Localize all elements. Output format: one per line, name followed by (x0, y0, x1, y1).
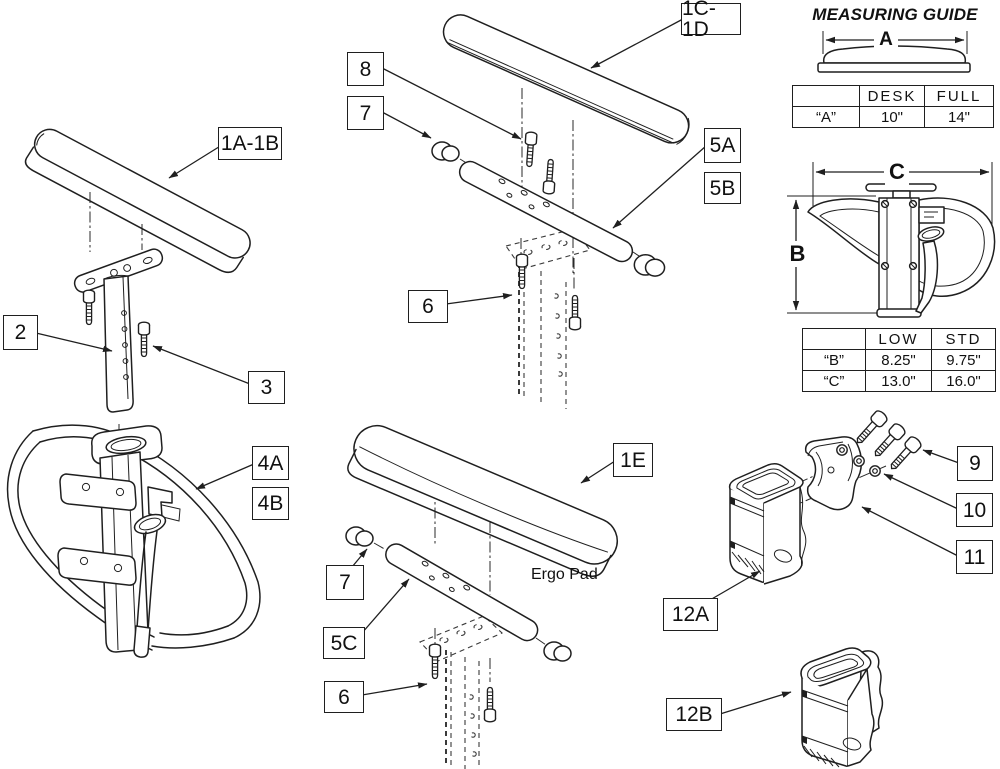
table-cell: FULL (924, 85, 994, 107)
callout-2: 2 (3, 315, 38, 350)
callout-9: 9 (957, 446, 993, 481)
callout-1c-1d: 1C-1D (681, 0, 741, 40)
callout-3: 3 (248, 371, 285, 404)
hidden-post-lower (420, 616, 502, 769)
callout-10: 10 (956, 493, 993, 527)
receiver-block-12b (801, 648, 882, 767)
callout-5a: 5A (704, 128, 741, 163)
table-row: DESK FULL (792, 85, 994, 107)
washer-10-b (853, 455, 865, 467)
callout-7-lower: 7 (326, 565, 364, 600)
dimension-letter-c: C (885, 159, 909, 185)
plate-screw-6-lower-left (428, 643, 442, 680)
table-cell: 10" (859, 106, 925, 128)
screw-3-left (82, 289, 96, 326)
callout-1e: 1E (613, 443, 653, 477)
callout-6-lower: 6 (324, 681, 364, 713)
callout-5b: 5B (704, 172, 741, 204)
table-row: “C” 13.0" 16.0" (802, 370, 996, 392)
pad-screw-8-right (542, 158, 558, 195)
side-view-armrest (787, 162, 995, 317)
receiver-block-12a (730, 464, 806, 584)
table-row: LOW STD (802, 328, 996, 350)
table-cell: “C” (802, 370, 866, 392)
callout-6-upper: 6 (408, 290, 448, 323)
end-cap-5-lower (543, 641, 572, 662)
measuring-guide-title: MEASURING GUIDE (812, 5, 978, 24)
dimension-letter-a: A (874, 29, 898, 51)
leader-lines (36, 19, 959, 714)
end-cap-5-upper (633, 253, 666, 277)
callout-1a-1b: 1A-1B (218, 127, 282, 160)
table-cell: 13.0" (865, 370, 932, 392)
table-cell: 8.25" (865, 349, 932, 371)
side-frame-4a4b (8, 425, 260, 657)
callout-8: 8 (347, 52, 384, 86)
ergo-pad-label: Ergo Pad (531, 566, 598, 583)
table-cell: LOW (865, 328, 932, 350)
callout-4a: 4A (252, 446, 289, 480)
callout-4b: 4B (252, 487, 289, 520)
table-cell: 16.0" (931, 370, 996, 392)
table-cell: DESK (859, 85, 925, 107)
washer-10-a (836, 444, 848, 456)
armrest-pad-1a1b (22, 124, 256, 277)
table-cell: 14" (924, 106, 994, 128)
plate-screw-6-lower-right (483, 686, 497, 723)
height-post-2 (104, 275, 133, 412)
table-cell (792, 85, 860, 107)
table-cell: “A” (792, 106, 860, 128)
clamp-saddle-11 (806, 437, 862, 510)
end-cap-7-lower (345, 526, 374, 547)
callout-12b: 12B (666, 698, 722, 731)
callout-7-upper: 7 (347, 96, 384, 130)
callout-5c: 5C (323, 627, 365, 659)
pad-screw-8-left (522, 131, 538, 168)
table-cell (802, 328, 866, 350)
table-low-std: LOW STD “B” 8.25" 9.75" “C” 13.0" 16.0" (802, 328, 996, 392)
table-cell: “B” (802, 349, 866, 371)
armrest-tube-5a5b (456, 158, 636, 265)
dimension-letter-b: B (786, 241, 809, 267)
table-row: “A” 10" 14" (792, 106, 994, 128)
armrest-pad-1c1d (438, 9, 694, 148)
armrest-tube-5c (382, 540, 541, 644)
table-cell: STD (931, 328, 996, 350)
plate-screw-6-upper-right (568, 294, 582, 331)
measuring-guide-pad (818, 31, 970, 72)
screw-3-right (137, 321, 151, 358)
table-row: “B” 8.25" 9.75" (802, 349, 996, 371)
table-desk-full: DESK FULL “A” 10" 14" (792, 85, 994, 128)
armrest-pad-1e (342, 419, 624, 583)
table-cell: 9.75" (931, 349, 996, 371)
callout-12a: 12A (663, 598, 718, 631)
end-cap-7-upper (431, 141, 460, 162)
callout-11: 11 (956, 540, 993, 574)
washer-10-c (869, 465, 881, 477)
